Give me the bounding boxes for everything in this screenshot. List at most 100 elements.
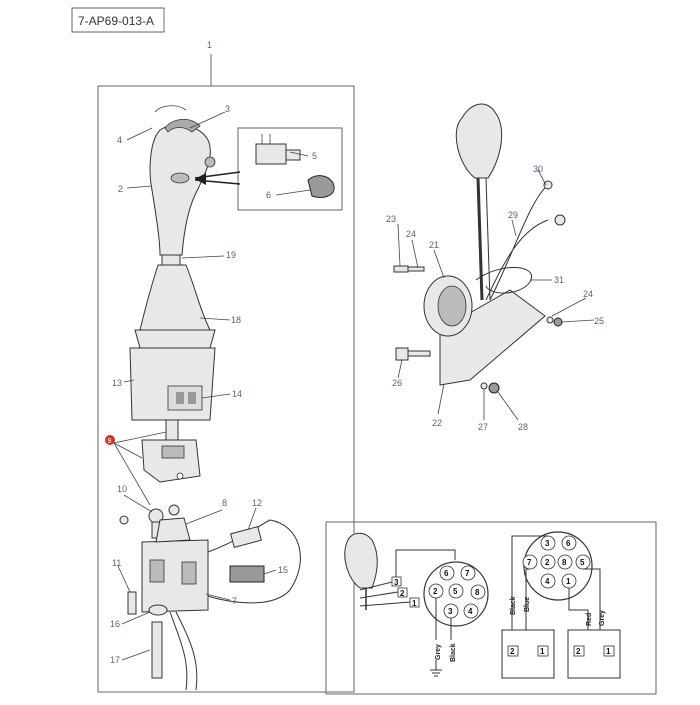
svg-text:5: 5 <box>453 587 458 596</box>
washer-16 <box>148 604 168 616</box>
bolt-23 <box>393 265 409 273</box>
svg-text:4: 4 <box>468 607 473 616</box>
part-label-3: 3 <box>225 104 230 114</box>
part-label-17: 17 <box>110 655 120 665</box>
leader-lines <box>117 111 595 661</box>
svg-text:5: 5 <box>580 558 585 567</box>
svg-text:8: 8 <box>475 588 480 597</box>
svg-text:1: 1 <box>412 599 417 608</box>
right-joystick <box>455 103 503 301</box>
part-label-24b: 24 <box>583 289 593 299</box>
reference-code: 7-AP69-013-A <box>78 14 154 28</box>
svg-text:3: 3 <box>448 607 453 616</box>
part-label-1: 1 <box>207 40 212 50</box>
part-labels: 1 2 3 4 5 6 7 8 9 10 11 12 13 14 15 16 1… <box>108 40 605 665</box>
part-label-16: 16 <box>110 619 120 629</box>
joystick-assembly-frame <box>97 85 355 693</box>
connector-12 <box>230 526 262 548</box>
pin-10 <box>148 508 164 539</box>
svg-text:2: 2 <box>433 587 438 596</box>
part-label-11: 11 <box>112 558 121 568</box>
svg-text:1: 1 <box>540 647 545 656</box>
switch-cap <box>307 175 335 199</box>
knob-collar <box>161 254 181 266</box>
nut-28 <box>488 382 500 394</box>
svg-text:6: 6 <box>444 569 449 578</box>
spring-31 <box>475 267 533 294</box>
wire-label-black-left: Black <box>450 643 457 662</box>
svg-text:2: 2 <box>545 558 550 567</box>
part-label-22: 22 <box>432 418 442 428</box>
part-label-23: 23 <box>386 214 396 224</box>
part-label-2: 2 <box>118 184 123 194</box>
svg-text:3: 3 <box>394 578 399 587</box>
highlight-marker <box>105 435 115 445</box>
nut-11 <box>119 515 129 525</box>
bolt-17 <box>151 621 163 679</box>
reference-box <box>71 7 165 33</box>
switch-part <box>255 134 301 165</box>
part-label-29: 29 <box>508 210 518 220</box>
svg-text:2: 2 <box>510 647 515 656</box>
right-connector: 3 7 6 2 5 4 1 8 <box>522 531 593 601</box>
wire-label-grey-right: Grey <box>599 610 606 626</box>
part-label-12: 12 <box>252 498 262 508</box>
svg-text:2: 2 <box>576 647 581 656</box>
svg-text:1: 1 <box>606 647 611 656</box>
part-label-7: 7 <box>232 596 237 606</box>
part-label-13: 13 <box>112 378 122 388</box>
relay-left: 2 1 <box>501 629 555 679</box>
part-label-9: 9 <box>108 438 112 445</box>
svg-text:6: 6 <box>566 539 571 548</box>
svg-text:1: 1 <box>566 577 571 586</box>
part-label-25: 25 <box>594 316 604 326</box>
svg-text:4: 4 <box>545 577 550 586</box>
wiring-inset-frame <box>325 521 657 695</box>
part-label-15: 15 <box>278 565 288 575</box>
part-label-5: 5 <box>312 151 317 161</box>
valve-block <box>141 504 209 613</box>
part-label-14: 14 <box>232 389 242 399</box>
part-label-10: 10 <box>117 484 127 494</box>
wiring-knob <box>344 532 378 589</box>
wire-label-red: Red <box>586 613 593 626</box>
part-label-26: 26 <box>392 378 402 388</box>
part-label-19: 19 <box>226 250 236 260</box>
bracket-22 <box>439 289 546 386</box>
part-label-24a: 24 <box>406 229 416 239</box>
relay-right: 2 1 <box>567 629 621 679</box>
part-label-4: 4 <box>117 135 122 145</box>
svg-text:2: 2 <box>400 589 405 598</box>
part-label-21: 21 <box>429 240 439 250</box>
wire-label-grey-left: Grey <box>435 644 442 660</box>
part-label-8: 8 <box>222 498 227 508</box>
boot-ring <box>134 329 216 349</box>
nut-25 <box>553 317 563 327</box>
wire-label-black-right: Black <box>510 596 517 615</box>
svg-text:8: 8 <box>562 558 567 567</box>
svg-text:7: 7 <box>527 558 532 567</box>
rubber-boot <box>139 264 211 331</box>
bolt-11 <box>127 591 137 615</box>
lever-shaft <box>165 419 179 443</box>
cables-29-30 <box>485 184 549 301</box>
svg-text:7: 7 <box>465 569 470 578</box>
switch-inset-frame <box>237 127 343 211</box>
left-connector: 6 7 8 2 5 4 3 <box>423 561 489 627</box>
bolt-26 <box>395 347 409 361</box>
wire-label-blue: Blue <box>524 597 531 612</box>
part-label-28: 28 <box>518 422 528 432</box>
connector-15 <box>229 565 265 583</box>
ground-symbol <box>430 660 442 677</box>
arrow-head <box>195 173 206 185</box>
lever-housing <box>129 347 216 421</box>
switch-terminals: 3 2 1 <box>391 576 420 608</box>
part-label-31: 31 <box>554 275 564 285</box>
part-label-6: 6 <box>266 190 271 200</box>
part-label-30: 30 <box>533 164 543 174</box>
svg-text:3: 3 <box>545 539 550 548</box>
part-label-18: 18 <box>231 315 241 325</box>
part-label-27: 27 <box>478 422 488 432</box>
